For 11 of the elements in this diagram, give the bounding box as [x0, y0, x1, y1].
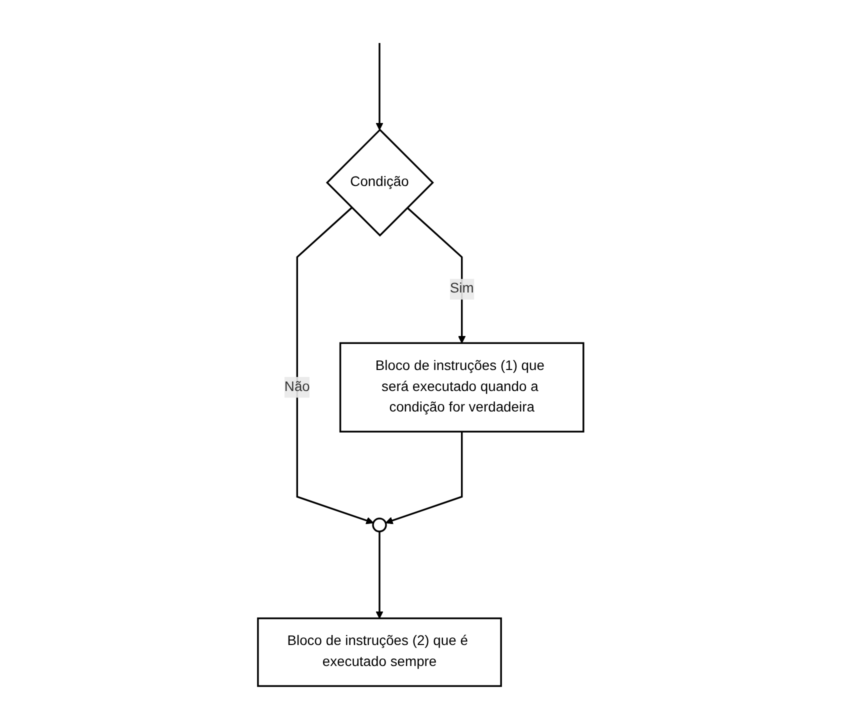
node-diamond: Condição	[326, 128, 434, 237]
arrow	[376, 531, 384, 619]
edge-label: Não	[284, 380, 310, 394]
node-box: Bloco de instruções (2) que é executado sempre	[256, 617, 502, 687]
arrow	[296, 207, 374, 524]
edge-label: Sim	[450, 281, 474, 296]
arrow	[385, 432, 463, 524]
node-circle	[372, 518, 387, 532]
node-box: Bloco de instruções (1) que será executado quando a condição for verdadeira	[339, 342, 584, 432]
arrow	[406, 207, 466, 344]
arrow	[376, 43, 384, 130]
